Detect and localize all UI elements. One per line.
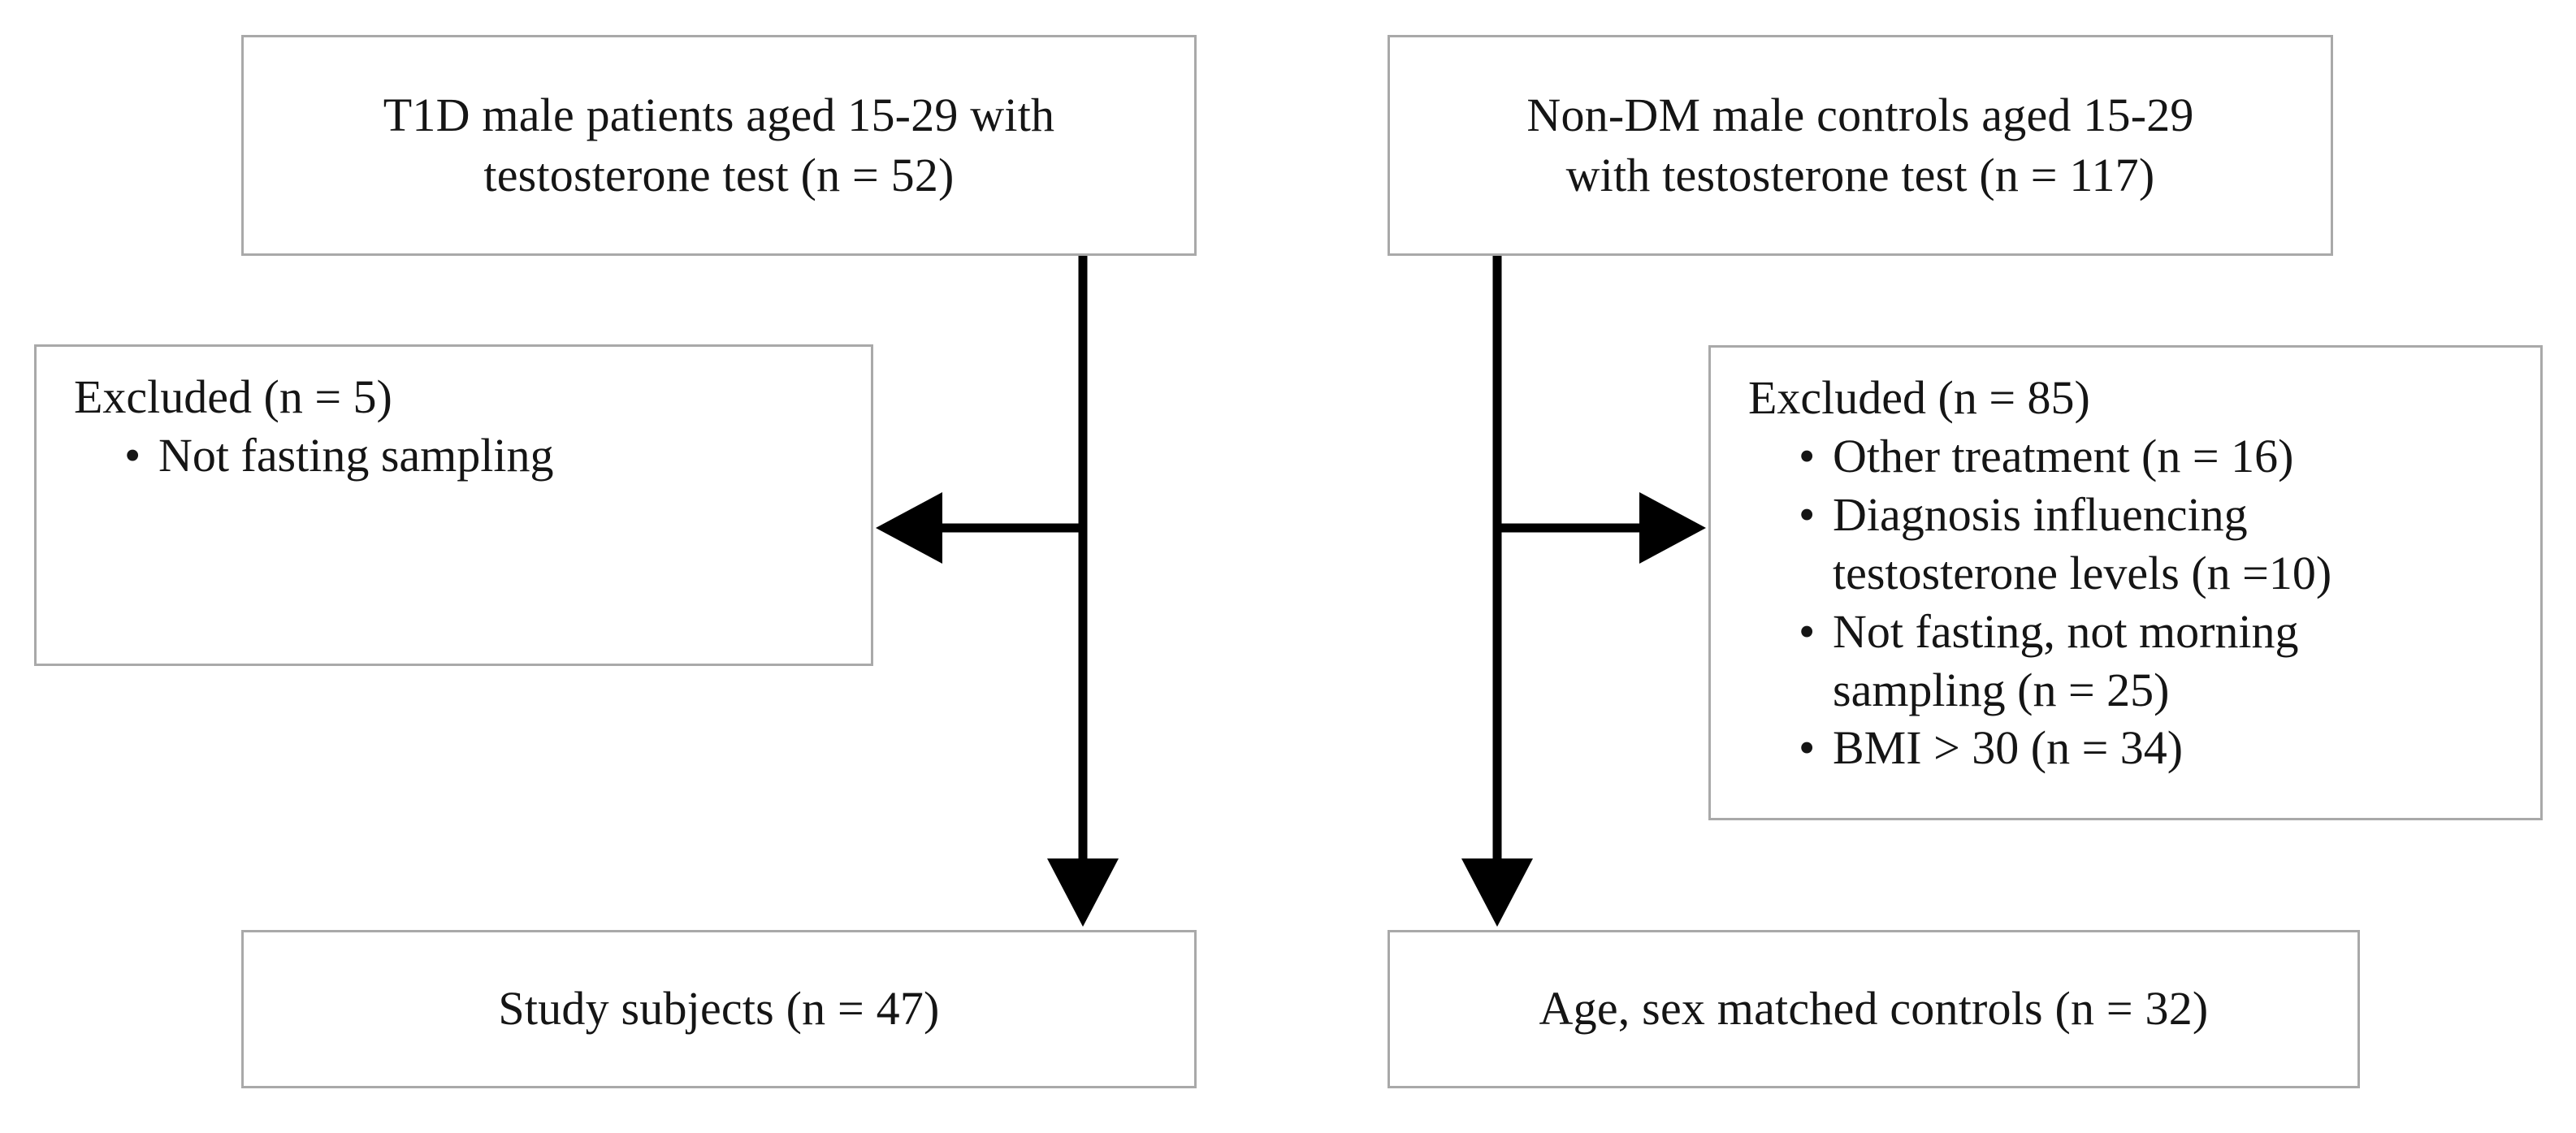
bullet-dot-icon: • bbox=[1799, 604, 1816, 658]
node-study-subjects: Study subjects (n = 47) bbox=[241, 930, 1197, 1088]
node-study-subjects-label: Study subjects (n = 47) bbox=[498, 982, 940, 1036]
excluded-right-bullet-item: • Not fasting, not morning sampling (n =… bbox=[1799, 603, 2331, 720]
excluded-right-heading: Excluded (n = 85) bbox=[1748, 371, 2090, 424]
node-nondm-source-label: Non-DM male controls aged 15-29 with tes… bbox=[1526, 88, 2194, 201]
excluded-right-bullet-list: • Other treatment (n = 16) • Diagnosis i… bbox=[1711, 427, 2331, 777]
node-excluded-left: Excluded (n = 5) • Not fasting sampling bbox=[34, 344, 873, 666]
bullet-dot-icon: • bbox=[1799, 429, 1816, 482]
excluded-left-bullet-list: • Not fasting sampling bbox=[37, 426, 554, 485]
arrow-t1d-to-study-subjects-head bbox=[1047, 858, 1119, 927]
arrow-nondm-to-excluded-head bbox=[1639, 492, 1706, 564]
arrow-nondm-to-matched-controls-head bbox=[1461, 858, 1533, 927]
excluded-left-bullet-item: • Not fasting sampling bbox=[124, 426, 554, 485]
excluded-right-bullet-label: Diagnosis influencing testosterone level… bbox=[1833, 487, 2332, 599]
arrow-t1d-to-excluded-head bbox=[876, 492, 942, 564]
node-t1d-source: T1D male patients aged 15-29 with testos… bbox=[241, 35, 1197, 256]
node-nondm-source: Non-DM male controls aged 15-29 with tes… bbox=[1388, 35, 2333, 256]
excluded-right-bullet-item: • Other treatment (n = 16) bbox=[1799, 427, 2331, 486]
excluded-right-bullet-item: • BMI > 30 (n = 34) bbox=[1799, 719, 2331, 777]
node-excluded-right: Excluded (n = 85) • Other treatment (n =… bbox=[1708, 345, 2543, 820]
bullet-dot-icon: • bbox=[124, 428, 141, 482]
bullet-dot-icon: • bbox=[1799, 487, 1816, 541]
excluded-right-bullet-label: Not fasting, not morning sampling (n = 2… bbox=[1833, 604, 2299, 716]
bullet-dot-icon: • bbox=[1799, 721, 1816, 775]
excluded-right-bullet-label: Other treatment (n = 16) bbox=[1833, 429, 2294, 482]
excluded-right-bullet-item: • Diagnosis influencing testosterone lev… bbox=[1799, 486, 2331, 603]
node-matched-controls-label: Age, sex matched controls (n = 32) bbox=[1539, 982, 2209, 1036]
excluded-left-bullet-label: Not fasting sampling bbox=[158, 428, 554, 482]
node-t1d-source-label: T1D male patients aged 15-29 with testos… bbox=[383, 88, 1055, 201]
node-matched-controls: Age, sex matched controls (n = 32) bbox=[1388, 930, 2360, 1088]
excluded-left-heading: Excluded (n = 5) bbox=[74, 370, 392, 423]
excluded-right-bullet-label: BMI > 30 (n = 34) bbox=[1833, 721, 2184, 775]
